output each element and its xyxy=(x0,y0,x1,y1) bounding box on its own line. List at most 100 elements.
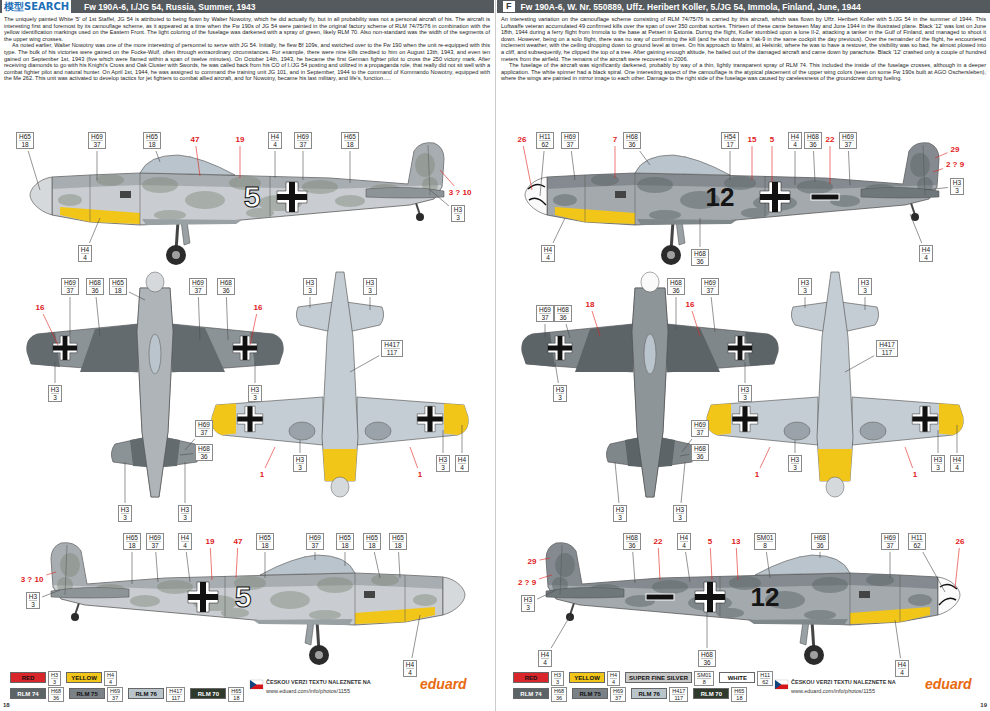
legend-text: RLM 76 xyxy=(136,691,157,697)
paint-number: 3 xyxy=(556,394,564,401)
callout-number: 5 xyxy=(707,537,713,546)
color-swatch: RLM 74 xyxy=(513,688,549,699)
fuselage-number: 5 xyxy=(244,182,261,212)
paint-callout: H44 xyxy=(677,533,691,550)
paint-number: 37 xyxy=(613,695,623,701)
leader-line xyxy=(410,447,418,468)
paint-callout: H33 xyxy=(451,205,465,222)
paint-callout: H417117 xyxy=(166,687,185,702)
leader-line xyxy=(185,439,195,450)
paint-number: 3 xyxy=(524,604,532,611)
leader-line xyxy=(680,454,689,456)
brand-logo: eduard xyxy=(420,676,467,692)
leader-line xyxy=(180,454,193,455)
paint-code: H11 xyxy=(539,133,550,141)
paint-number: 37 xyxy=(704,287,716,294)
paint-code: H65 xyxy=(112,279,124,287)
paint-callout: H6937 xyxy=(839,132,857,149)
paint-code: H3 xyxy=(121,506,129,514)
paint-callout: H6518 xyxy=(341,132,359,149)
paint-number: 3 xyxy=(251,394,259,401)
callout-number: 13 xyxy=(731,537,742,546)
leader-line xyxy=(895,620,900,658)
paint-code: H69 xyxy=(64,279,76,287)
paint-code: H69 xyxy=(91,133,103,141)
paint-number: 3 xyxy=(953,187,961,194)
leader-line xyxy=(43,314,58,345)
page-number: 19 xyxy=(980,701,987,709)
paint-callout: H6937 xyxy=(701,278,719,295)
paint-code: H68 xyxy=(701,651,713,659)
paint-callout: SM018 xyxy=(694,671,714,686)
paint-code: H4 xyxy=(610,672,617,679)
paint-callout: H417117 xyxy=(876,340,898,357)
paint-code: H65 xyxy=(366,534,378,542)
leader-line xyxy=(752,146,753,180)
paint-code: H69 xyxy=(694,421,706,429)
paint-number: 3 xyxy=(306,287,314,294)
leader-line xyxy=(730,151,731,180)
leader-line xyxy=(198,297,200,340)
leader-line xyxy=(545,324,546,338)
color-swatch: RLM 74 xyxy=(10,688,46,699)
paint-number: 36 xyxy=(701,659,713,666)
paint-callout: H6518 xyxy=(363,533,381,550)
paint-number: 4 xyxy=(953,464,961,471)
paint-number: 3 xyxy=(439,464,447,471)
paint-number: 18 xyxy=(344,141,356,148)
paint-code: H4 xyxy=(271,133,279,141)
paint-number: 37 xyxy=(198,429,210,436)
paint-code: H4 xyxy=(791,133,799,141)
paint-number: 4 xyxy=(791,141,799,148)
callout-number: 16 xyxy=(685,300,696,309)
paint-callout: H6937 xyxy=(306,533,324,550)
paint-code: H3 xyxy=(29,593,37,601)
profile-letter: F xyxy=(503,1,515,12)
paint-code: H68 xyxy=(694,445,706,453)
paint-number: 3 xyxy=(181,514,189,521)
leader-line xyxy=(70,297,71,335)
paint-number: 36 xyxy=(89,287,101,294)
paint-code: H417 xyxy=(169,688,182,695)
paint-callout: H44 xyxy=(455,455,469,472)
paint-code: H69 xyxy=(297,133,309,141)
callout-number: 26 xyxy=(517,135,528,144)
leader-line xyxy=(905,447,913,468)
leader-line xyxy=(210,548,212,580)
czech-flag xyxy=(250,680,263,689)
paint-callout: H6937 xyxy=(610,687,626,702)
paint-callout: H44 xyxy=(950,455,964,472)
leader-line xyxy=(265,447,275,468)
paint-callout: H6937 xyxy=(88,132,106,149)
paint-callout: H44 xyxy=(895,660,909,677)
paint-callout: H44 xyxy=(538,650,552,667)
paint-code: H65 xyxy=(734,688,744,695)
paint-callout: H33 xyxy=(293,455,307,472)
paint-code: H3 xyxy=(741,386,749,394)
paint-callout: H44 xyxy=(78,245,92,262)
paint-number: 4 xyxy=(81,254,89,261)
paint-number: 117 xyxy=(169,695,182,701)
paint-number: 18 xyxy=(366,542,378,549)
paint-callout: H33 xyxy=(48,671,61,686)
paint-code: H11 xyxy=(911,534,922,542)
paint-code: H3 xyxy=(801,279,809,287)
paint-number: 3 xyxy=(676,514,684,521)
leader-line xyxy=(760,447,770,468)
leader-line xyxy=(553,218,565,243)
paint-code: SM01 xyxy=(697,672,711,679)
paint-callout: H6937 xyxy=(691,420,709,437)
paint-number: 3 xyxy=(366,287,374,294)
leader-line xyxy=(250,314,257,345)
paint-code: H65 xyxy=(126,534,138,542)
leader-line xyxy=(933,169,943,172)
callout-number: 7 xyxy=(612,135,618,144)
callout-number: 16 xyxy=(35,303,46,312)
paint-number: 117 xyxy=(879,349,895,356)
legend-text: RED xyxy=(525,675,538,681)
leader-line xyxy=(412,615,420,658)
leader-line xyxy=(440,170,454,186)
paint-code: SM01 xyxy=(757,534,774,542)
paint-number: 36 xyxy=(670,287,682,294)
paint-code: H65 xyxy=(344,133,356,141)
